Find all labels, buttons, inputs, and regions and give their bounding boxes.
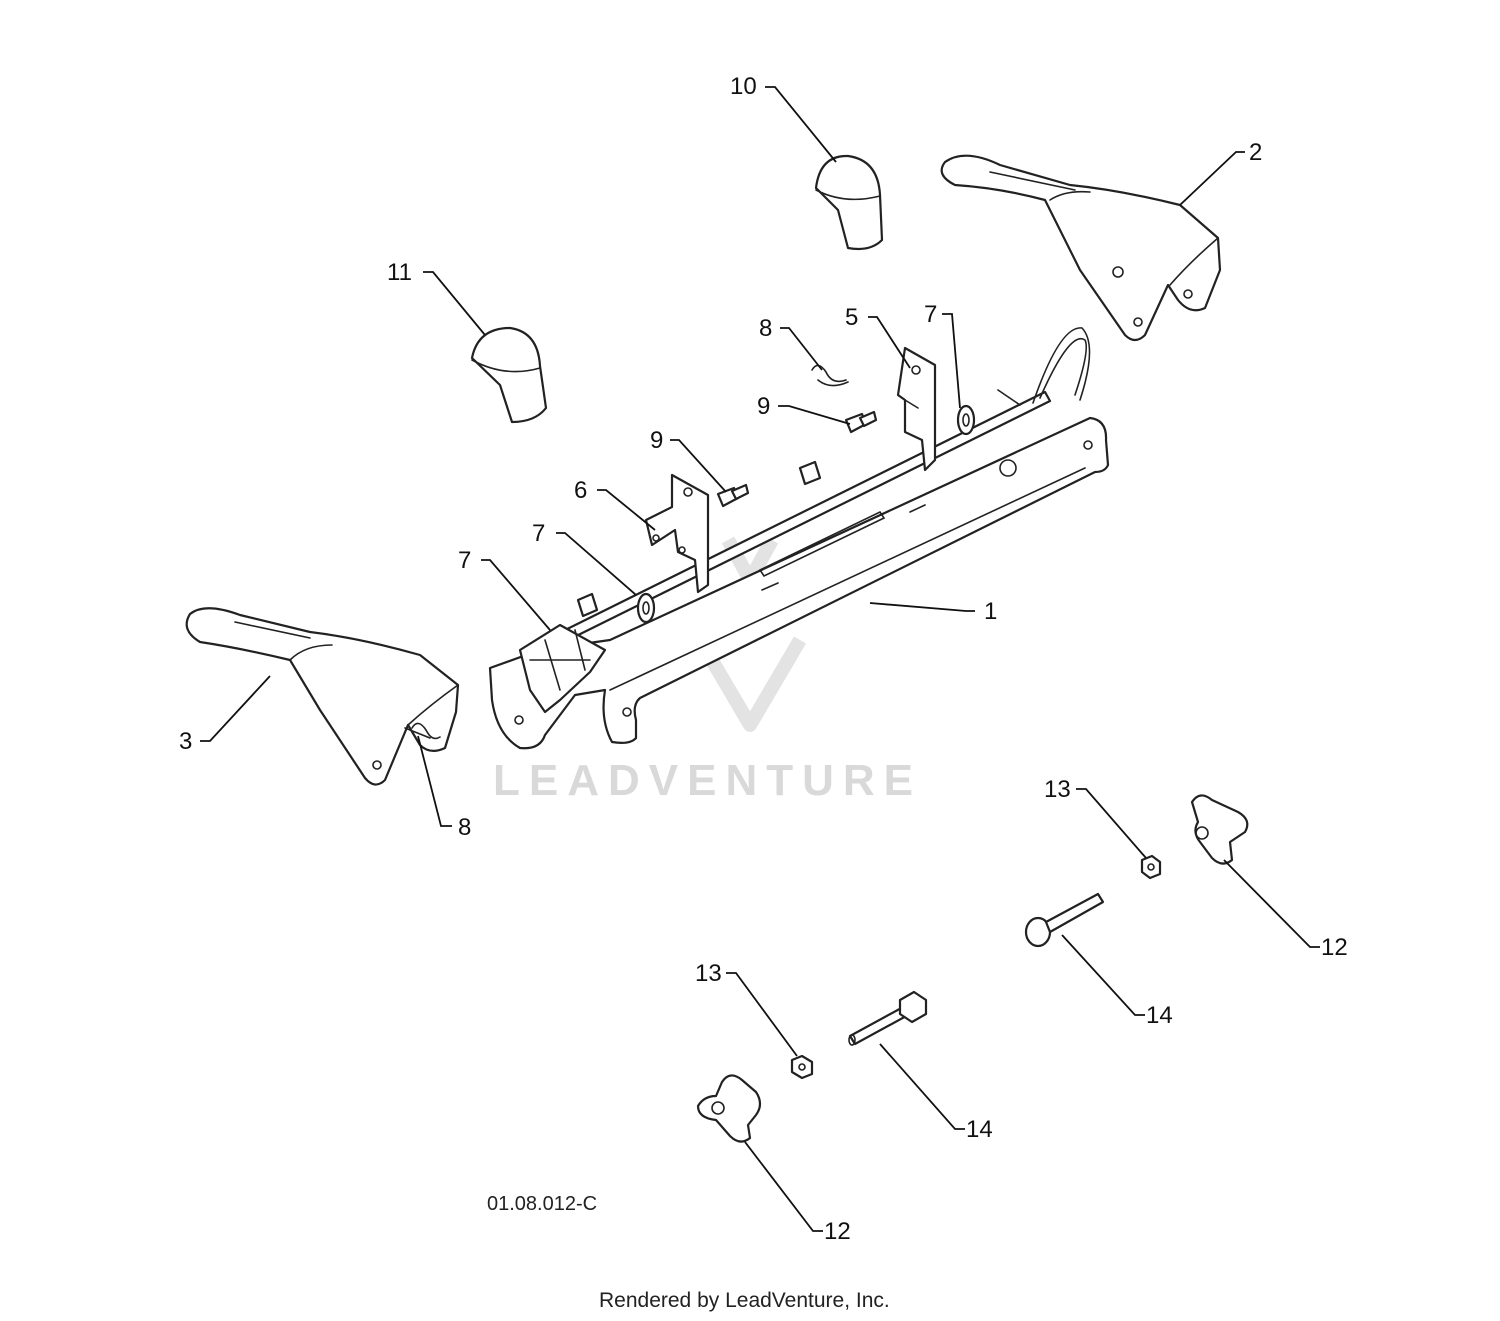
bushing-part-7-upper xyxy=(956,404,976,436)
bracket-part-6 xyxy=(518,623,607,714)
watermark-text: LEADVENTURE xyxy=(493,756,922,805)
knob-part-11 xyxy=(470,326,548,424)
star-knob-part-12-lower xyxy=(696,1074,762,1143)
callout-9-upper: 9 xyxy=(757,393,770,420)
star-knob-part-12-upper xyxy=(1190,794,1249,865)
clip-part-8-upper xyxy=(811,364,849,387)
diagram-reference-code: 01.08.012-C xyxy=(487,1193,597,1215)
lever-part-2 xyxy=(940,154,1222,342)
callout-12-upper: 12 xyxy=(1321,934,1348,961)
callout-2: 2 xyxy=(1249,139,1262,166)
callout-14-lower: 14 xyxy=(966,1116,993,1143)
shaft-tabs xyxy=(576,460,822,618)
callout-4: 5 xyxy=(845,304,858,331)
main-bracket-part-1 xyxy=(488,416,1110,750)
callout-11: 11 xyxy=(387,259,412,286)
carriage-bolt-part-14-upper xyxy=(1024,892,1105,948)
bolt-part-9-lower xyxy=(716,483,750,508)
callout-7-lower: 7 xyxy=(532,520,545,547)
bolt-part-9-upper xyxy=(844,410,878,434)
leader-lines xyxy=(200,86,1320,1232)
callout-13-upper: 13 xyxy=(1044,776,1071,803)
nut-part-13-upper xyxy=(1140,854,1162,880)
callout-8-lower: 8 xyxy=(458,814,471,841)
bracket-part-4 xyxy=(896,346,937,472)
callout-8-upper: 8 xyxy=(759,315,772,342)
callout-labels: 10 2 11 8 5 7 9 9 6 7 7 1 3 8 13 12 14 1… xyxy=(179,73,1348,1245)
callout-14-upper: 14 xyxy=(1146,1002,1173,1029)
bushing-part-7-lower xyxy=(636,592,656,624)
knob-part-10 xyxy=(814,154,884,251)
hex-bolt-part-14-lower xyxy=(848,990,928,1046)
lever-part-3 xyxy=(185,607,460,786)
callout-5: 6 xyxy=(574,477,587,504)
callout-12-lower: 12 xyxy=(824,1218,851,1245)
callout-3: 3 xyxy=(179,728,192,755)
callout-10: 10 xyxy=(730,73,757,100)
callout-9-lower: 9 xyxy=(650,427,663,454)
render-credit: Rendered by LeadVenture, Inc. xyxy=(599,1289,890,1312)
clip-part-8-lower xyxy=(411,722,441,740)
bracket-part-5 xyxy=(644,473,710,594)
callout-1: 1 xyxy=(984,598,997,625)
callout-7-upper: 7 xyxy=(924,301,937,328)
callout-6: 7 xyxy=(458,547,471,574)
nut-part-13-lower xyxy=(790,1054,814,1080)
callout-13-lower: 13 xyxy=(695,960,722,987)
